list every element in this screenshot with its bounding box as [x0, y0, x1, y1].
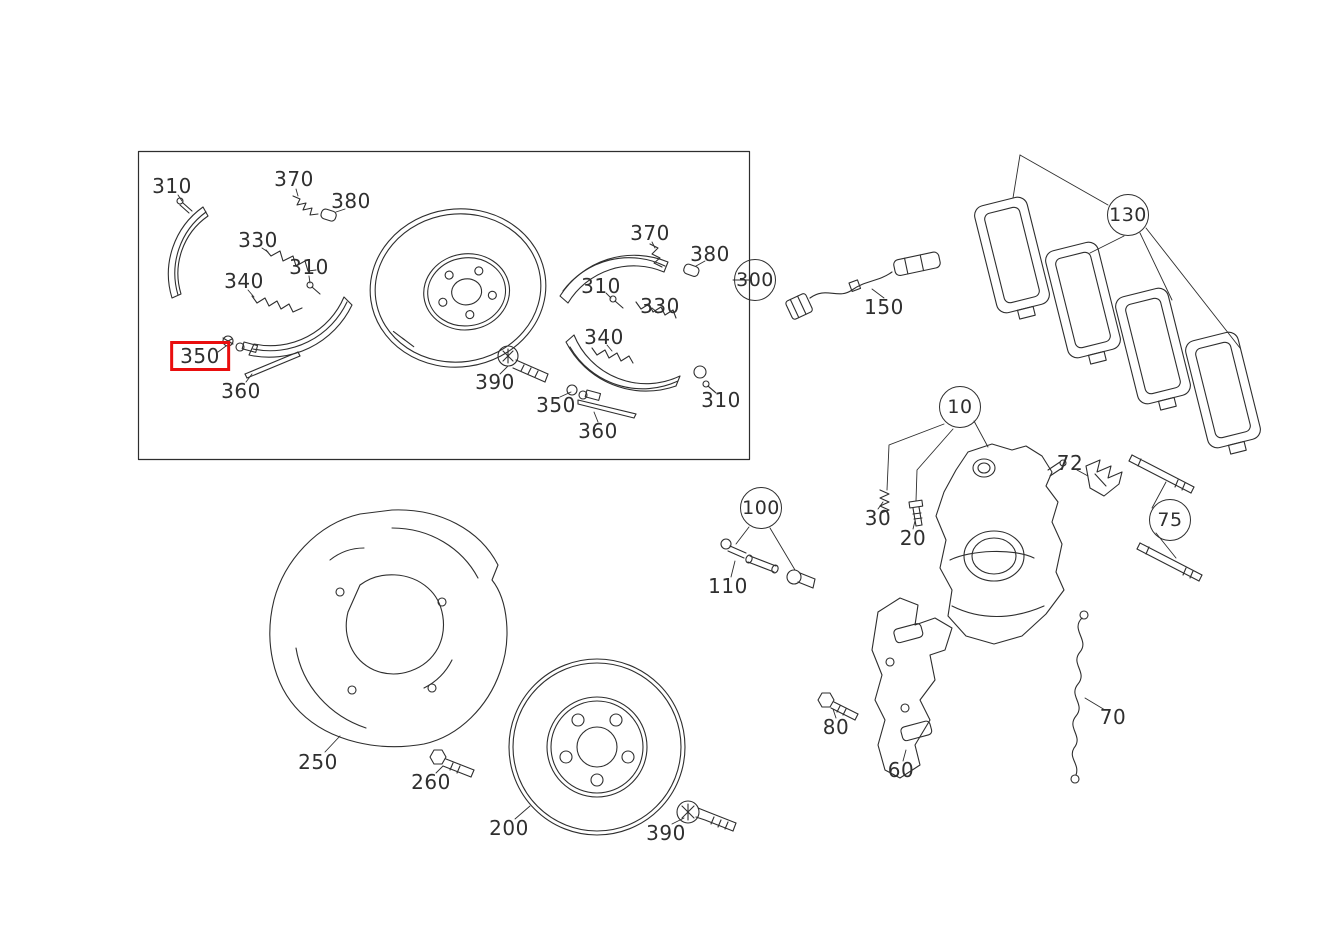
- rear-disc-drawing: [508, 658, 686, 836]
- retaining-spring-drawing: [1070, 610, 1089, 784]
- part-callout-310[interactable]: 310: [152, 174, 192, 198]
- bolt-260-drawing: [429, 749, 475, 778]
- part-callout-390[interactable]: 390: [646, 821, 686, 845]
- screw-390-front-drawing: [497, 345, 549, 383]
- caliper-drawing: [935, 443, 1067, 645]
- part-callout-250[interactable]: 250: [298, 750, 338, 774]
- guide-bolt-110-drawing: [720, 538, 816, 589]
- front-disc-drawing: [369, 208, 547, 368]
- right-brake-shoe-set-drawing: [559, 243, 716, 419]
- pad-clip-drawing: [1085, 459, 1123, 497]
- part-callout-360[interactable]: 360: [578, 419, 618, 443]
- part-callout-310[interactable]: 310: [289, 255, 329, 279]
- spring-30-drawing: [879, 489, 890, 514]
- part-callout-75[interactable]: 75: [1149, 499, 1191, 541]
- part-callout-340[interactable]: 340: [584, 325, 624, 349]
- part-callout-30[interactable]: 30: [864, 506, 892, 530]
- bolt-20-drawing: [908, 499, 924, 527]
- part-callout-310[interactable]: 310: [701, 388, 741, 412]
- part-callout-110[interactable]: 110: [708, 574, 748, 598]
- part-callout-300[interactable]: 300: [734, 259, 776, 301]
- part-callout-60[interactable]: 60: [887, 758, 915, 782]
- part-callout-10[interactable]: 10: [939, 386, 981, 428]
- part-callout-360[interactable]: 360: [221, 379, 261, 403]
- part-callout-340[interactable]: 340: [224, 269, 264, 293]
- bolt-80-drawing: [817, 692, 859, 721]
- parking-brake-kit-box: [137, 150, 751, 461]
- brake-pads-drawing: [974, 196, 1261, 455]
- part-callout-390[interactable]: 390: [475, 370, 515, 394]
- splash-shield-drawing: [269, 509, 508, 748]
- part-callout-100[interactable]: 100: [740, 487, 782, 529]
- part-callout-330[interactable]: 330: [640, 294, 680, 318]
- part-callout-130[interactable]: 130: [1107, 194, 1149, 236]
- screw-390-rear-drawing: [676, 800, 737, 832]
- part-callout-310[interactable]: 310: [581, 274, 621, 298]
- part-callout-80[interactable]: 80: [822, 715, 850, 739]
- part-callout-370[interactable]: 370: [274, 167, 314, 191]
- part-callout-330[interactable]: 330: [238, 228, 278, 252]
- part-callout-150[interactable]: 150: [864, 295, 904, 319]
- part-callout-20[interactable]: 20: [899, 526, 927, 550]
- part-callout-380[interactable]: 380: [331, 189, 371, 213]
- part-callout-200[interactable]: 200: [489, 816, 529, 840]
- caliper-bracket-drawing: [871, 597, 953, 779]
- leader-lines: [177, 154, 1241, 825]
- part-callout-370[interactable]: 370: [630, 221, 670, 245]
- wear-sensor-drawing: [785, 251, 941, 320]
- guide-pins-drawing: [1128, 454, 1203, 582]
- part-callout-380[interactable]: 380: [690, 242, 730, 266]
- part-callout-260[interactable]: 260: [411, 770, 451, 794]
- part-callout-72[interactable]: 72: [1056, 451, 1084, 475]
- part-callout-350[interactable]: 350: [536, 393, 576, 417]
- part-callout-70[interactable]: 70: [1099, 705, 1127, 729]
- part-callout-350-selected[interactable]: 350: [170, 341, 230, 371]
